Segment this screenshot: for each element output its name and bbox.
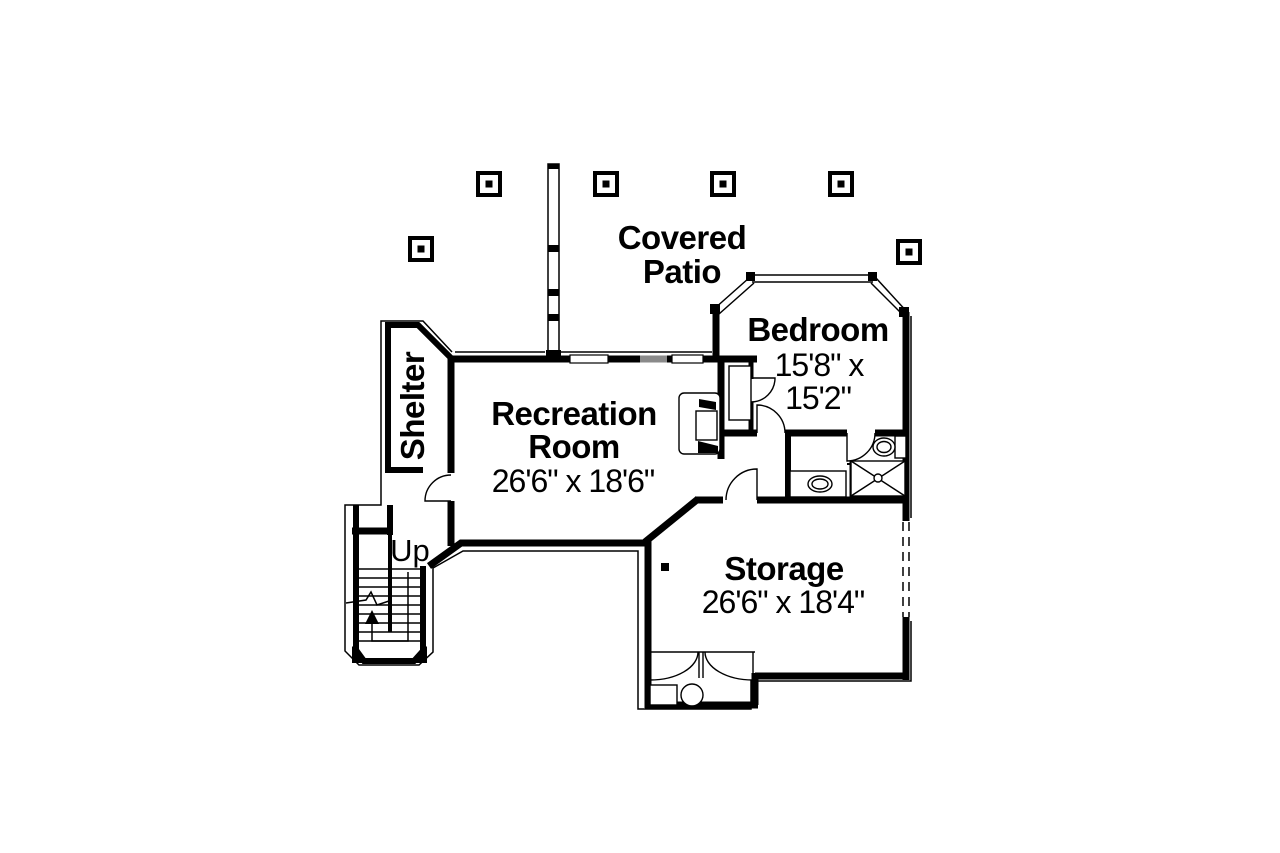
doors: [424, 377, 876, 681]
recreation-room-dims: 26'6" x 18'6": [492, 463, 655, 499]
recreation-room-label-line1: Recreation: [491, 395, 657, 432]
outer-wall-outline: [344, 316, 912, 710]
window: [569, 354, 704, 364]
recreation-room-label-line2: Room: [528, 428, 620, 465]
shower: [850, 460, 906, 497]
dashed-opening: [902, 522, 910, 617]
stairs-up-label: Up: [390, 533, 430, 568]
patio-post: [828, 171, 854, 197]
patio-post: [710, 171, 736, 197]
covered-patio-label-line2: Patio: [643, 253, 721, 290]
patio-post: [476, 171, 502, 197]
utility-fixtures: [649, 683, 704, 707]
utility-box: [649, 684, 678, 706]
arrow-head-icon: [365, 610, 379, 624]
bedroom-label: Bedroom: [747, 311, 888, 348]
patio-post: [896, 239, 922, 265]
bath-door-arc: [846, 432, 876, 462]
stair-corner: [410, 646, 427, 663]
stair-break-line: [345, 590, 390, 606]
water-heater: [680, 683, 704, 707]
bedroom-dims-line2: 15'2": [785, 380, 851, 416]
bedroom-dims-line1: 15'8" x: [775, 347, 865, 383]
stair-corner: [352, 646, 369, 663]
patio-post: [408, 236, 434, 262]
support-column-dot: [661, 563, 669, 571]
closet-shelves: [728, 365, 752, 421]
patio-post: [593, 171, 619, 197]
bedroom-door-arc: [756, 404, 786, 434]
patio-window-wall: [546, 163, 561, 362]
fireplace: [678, 392, 721, 455]
stairs: [345, 568, 427, 663]
stair-direction-arrow: [371, 572, 409, 642]
covered-patio-label-line1: Covered: [618, 219, 747, 256]
toilet: [872, 435, 907, 459]
storage-dims: 26'6" x 18'4": [702, 584, 865, 620]
closet-door-arc: [750, 377, 776, 403]
alcove-double-door-left: [649, 651, 699, 681]
storage-label: Storage: [724, 550, 844, 587]
patio-posts: [408, 171, 922, 265]
storage-door-arc: [725, 468, 758, 501]
shelter-landing-door-arc: [424, 474, 452, 502]
bay-window: [710, 272, 910, 317]
shelter-label: Shelter: [394, 351, 431, 460]
bathroom-fixtures: [789, 435, 907, 498]
vanity-sink: [789, 470, 847, 498]
alcove-double-door-right: [704, 651, 754, 681]
